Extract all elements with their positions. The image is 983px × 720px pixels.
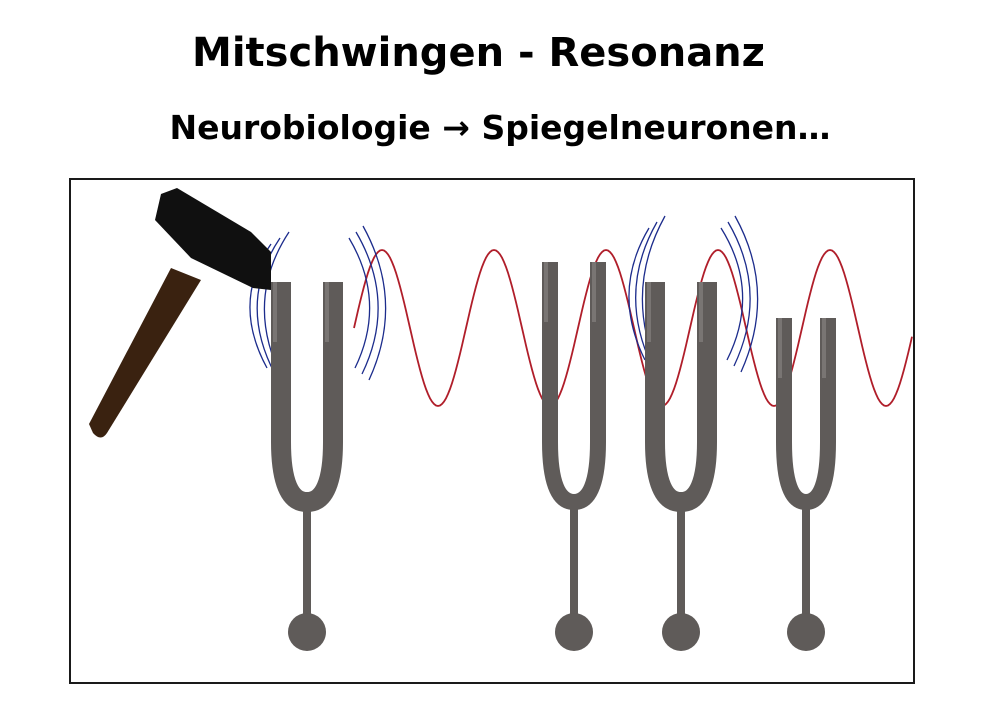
tuning-fork-icon: [271, 282, 343, 651]
tuning-fork-prongs: [542, 262, 606, 511]
tuning-fork-icon: [645, 282, 717, 651]
tuning-fork-highlight: [273, 282, 277, 342]
tuning-fork-ball: [787, 613, 825, 651]
page-title: Mitschwingen - Resonanz: [192, 30, 765, 76]
tuning-fork-stem: [677, 498, 685, 628]
tuning-fork-highlight: [699, 282, 703, 342]
resonance-diagram: [89, 188, 913, 651]
hammer-head: [155, 188, 271, 290]
vibration-arcs-icon: [628, 215, 759, 373]
tuning-fork-stem: [303, 498, 311, 628]
tuning-fork-highlight: [822, 318, 826, 378]
tuning-fork-highlight: [647, 282, 651, 342]
tuning-fork-stem: [802, 498, 810, 628]
diagram-frame: [69, 178, 915, 684]
tuning-fork-ball: [555, 613, 593, 651]
hammer-icon: [89, 188, 271, 438]
tuning-fork-ball: [288, 613, 326, 651]
tuning-fork-stem: [570, 498, 578, 628]
tuning-fork-highlight: [592, 262, 596, 322]
page-subtitle: Neurobiologie → Spiegelneuronen…: [169, 108, 831, 147]
sound-wave-icon: [353, 249, 913, 407]
tuning-fork-ball: [662, 613, 700, 651]
tuning-fork-highlight: [544, 262, 548, 322]
tuning-fork-prongs: [776, 318, 836, 511]
tuning-fork-highlight: [325, 282, 329, 342]
tuning-fork-icon: [776, 318, 836, 651]
tuning-fork-highlight: [778, 318, 782, 378]
tuning-fork-icon: [542, 262, 606, 651]
vibration-arcs-icon: [249, 225, 387, 381]
hammer-handle: [89, 268, 201, 438]
